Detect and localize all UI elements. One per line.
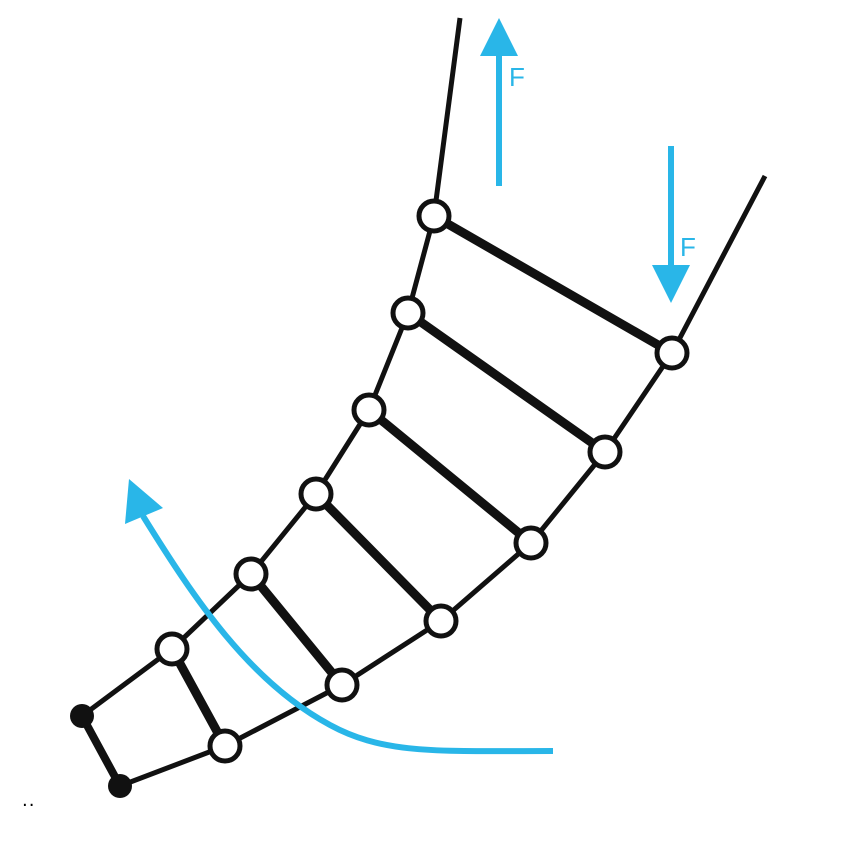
force-up-arrowhead (480, 18, 518, 56)
pivot-joint (390, 295, 426, 331)
crossbar (364, 405, 536, 548)
pivot-joint (324, 667, 360, 703)
pivot-joint (513, 525, 549, 561)
crossbar (311, 489, 446, 626)
pivot-joint (416, 198, 452, 234)
fixed-joint (70, 704, 94, 728)
corner-note: .. (22, 790, 36, 811)
pivot-joint (233, 556, 269, 592)
forces (125, 18, 690, 755)
force-up-label: F (509, 62, 525, 92)
pivot-joint (351, 392, 387, 428)
crossbars (78, 211, 677, 790)
crossbar (167, 644, 230, 751)
pivot-joint (207, 728, 243, 764)
crossbar (246, 569, 347, 690)
bending-arrowhead (125, 479, 163, 524)
right-rail (119, 174, 768, 789)
crossbar (403, 308, 610, 457)
pivot-joint (423, 603, 459, 639)
base-link (78, 712, 124, 790)
joints (70, 198, 690, 798)
pivot-joint (654, 335, 690, 371)
pivot-joint (154, 631, 190, 667)
left-rail (80, 17, 463, 719)
pivot-joint (298, 476, 334, 512)
force-down-label: F (680, 232, 696, 262)
crossbar (429, 211, 677, 358)
bending-arrow-path (140, 514, 554, 755)
pivot-joint (587, 434, 623, 470)
force-down-arrowhead (652, 265, 690, 303)
fixed-joint (108, 774, 132, 798)
